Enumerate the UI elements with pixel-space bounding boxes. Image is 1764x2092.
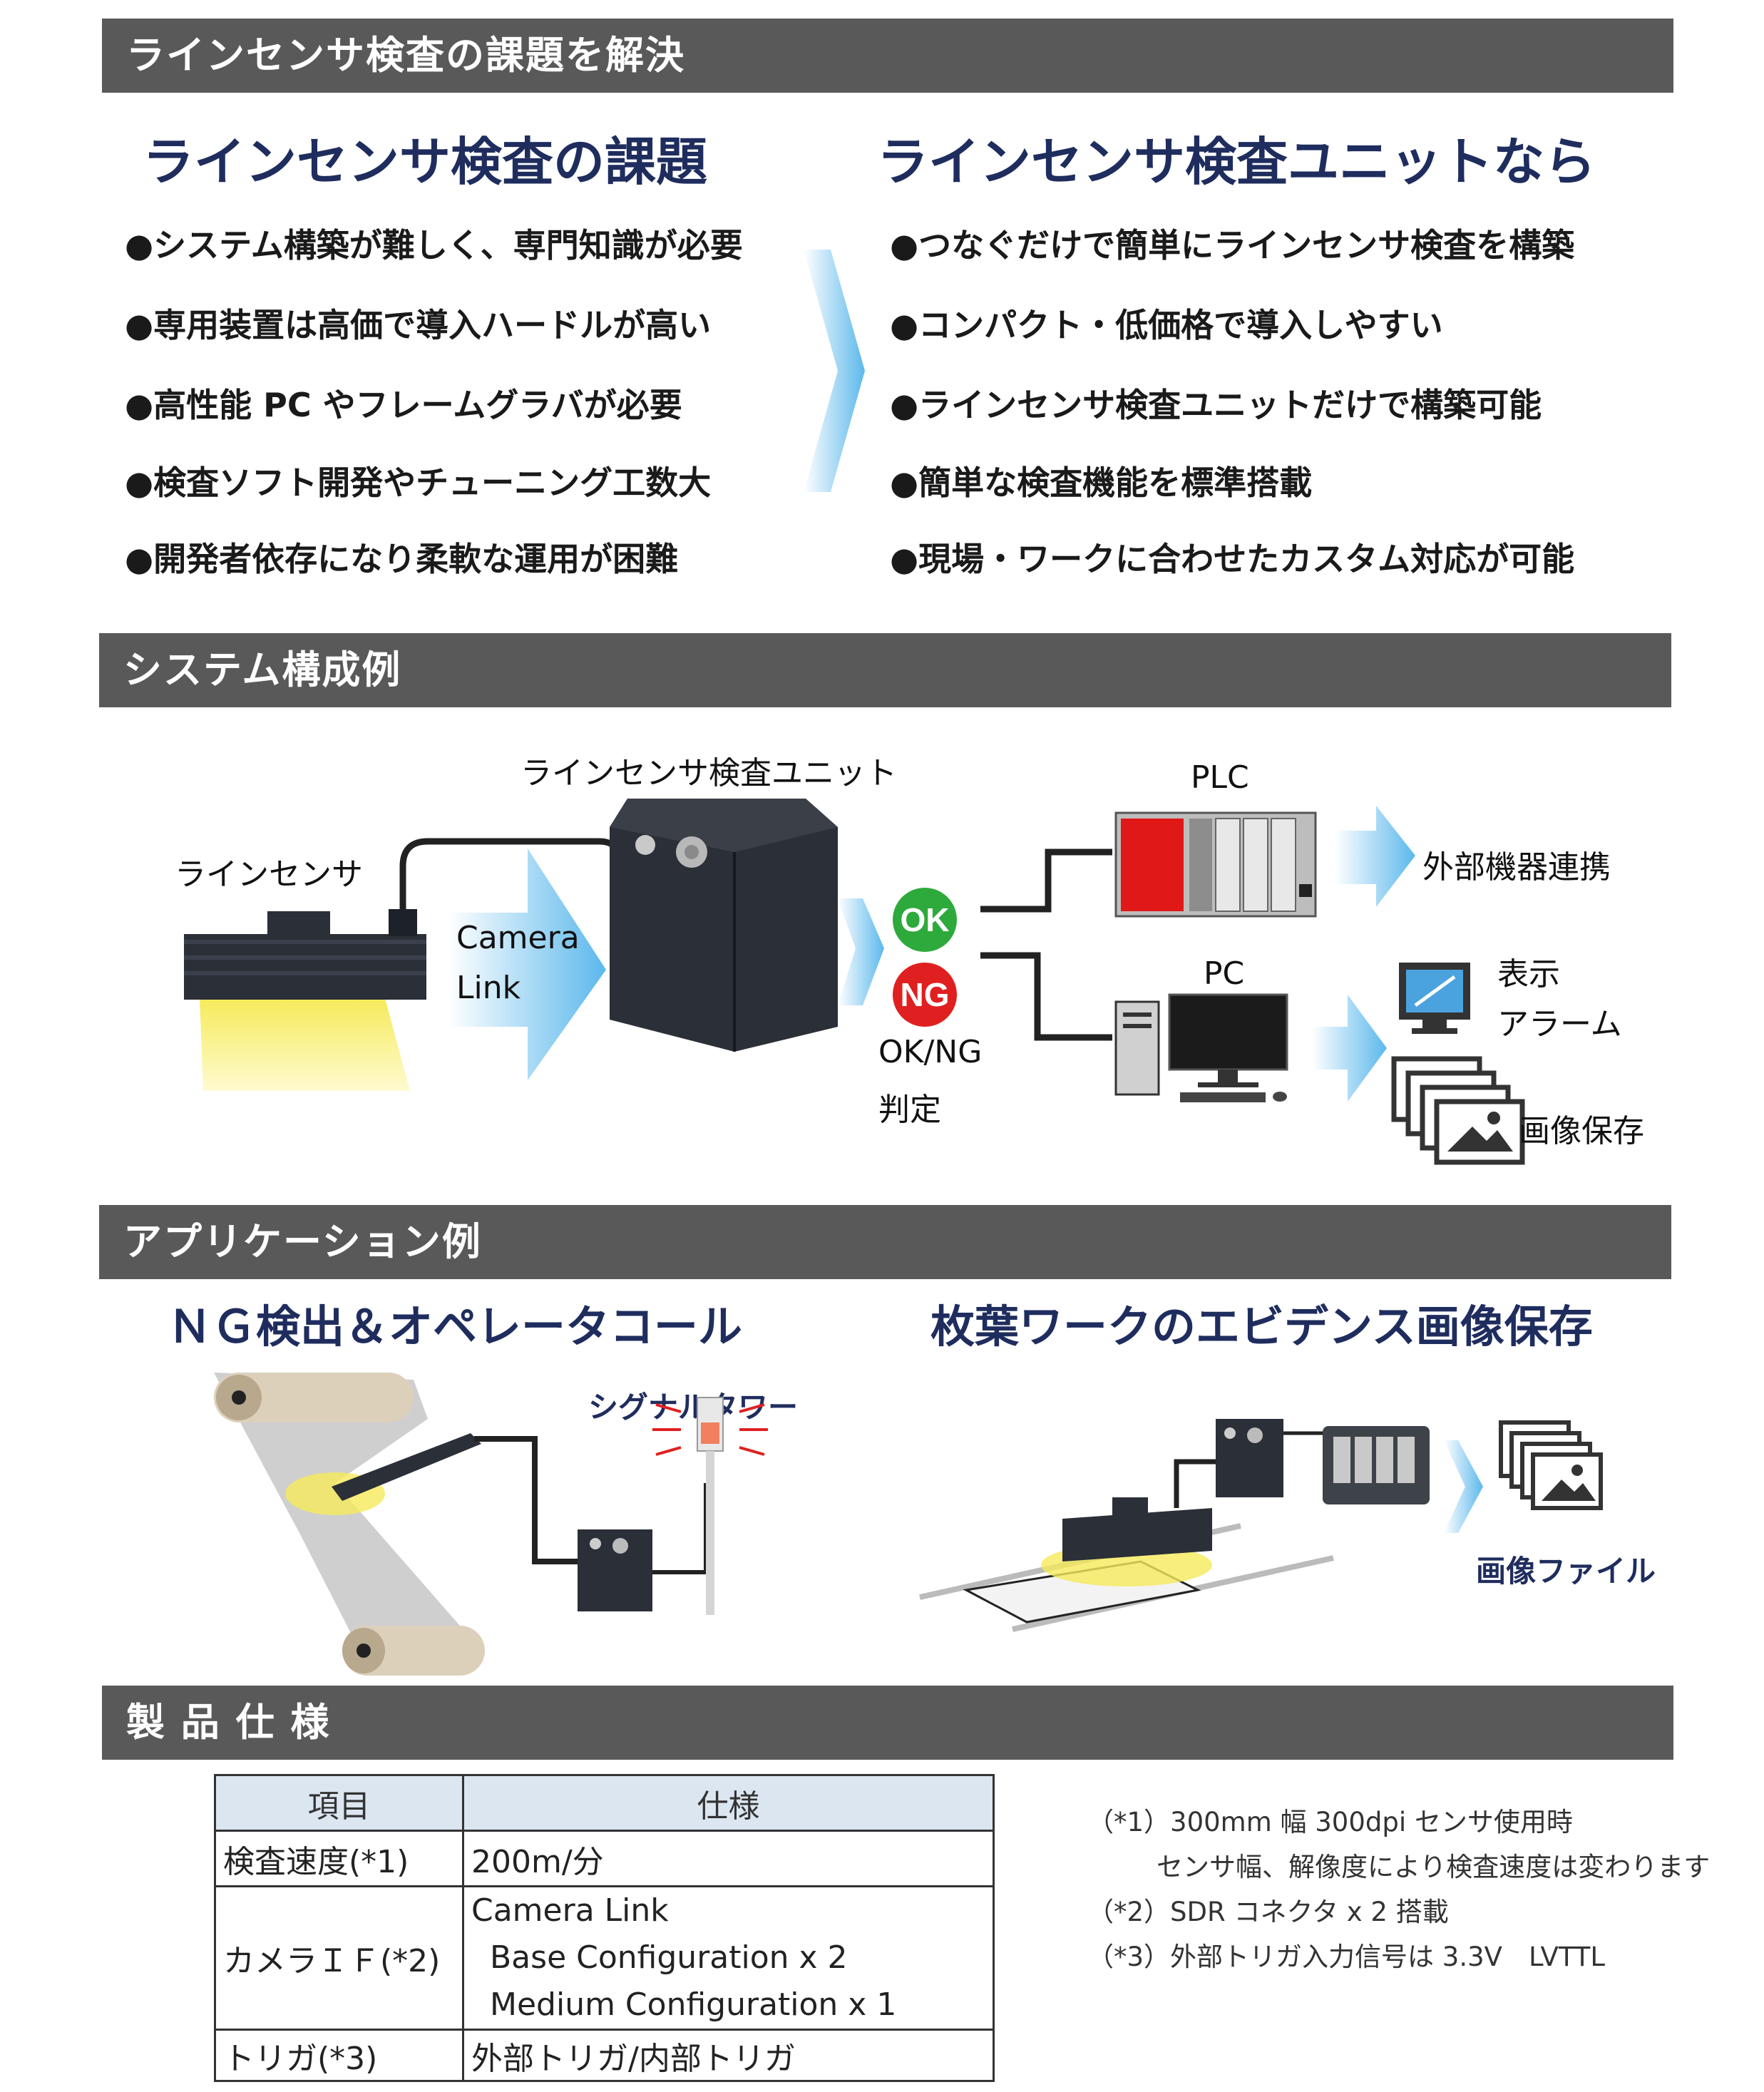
inspection-unit-icon <box>610 799 838 1052</box>
table-row: 検査速度(*1) 200m/分 <box>214 1830 995 1887</box>
spec-header-value: 仕様 <box>462 1774 995 1832</box>
unit-small-icon <box>1216 1419 1283 1497</box>
camera-link-label-1: Camera <box>456 920 580 956</box>
sensor-label: ラインセンサ <box>175 856 363 893</box>
save-label: 画像保存 <box>1519 1113 1644 1149</box>
table-row: カメラＩＦ(*2) Camera Link Base Configuration… <box>214 1885 995 2031</box>
app-right-title: 枚葉ワークのエビデンス画像保存 <box>930 1301 1593 1353</box>
table-row: トリガ(*3) 外部トリガ/内部トリガ <box>214 2029 995 2082</box>
section-bar-application: アプリケーション例 <box>99 1205 1671 1279</box>
solution-item: ●現場・ワークに合わせたカスタム対応が可能 <box>890 540 1575 578</box>
signal-tower-label: シグナルタワー <box>588 1390 799 1425</box>
external-label: 外部機器連携 <box>1422 849 1611 886</box>
spec-header-item: 項目 <box>214 1774 464 1832</box>
judge-label-1: OK/NG <box>878 1034 983 1070</box>
ng-icon <box>893 963 957 1027</box>
spec-line: Camera Link <box>471 1892 669 1929</box>
save-arrow-icon <box>1444 1440 1483 1533</box>
unit-label: ラインセンサ検査ユニット <box>521 755 897 791</box>
section-title: アプリケーション例 <box>123 1219 482 1264</box>
pc-label: PC <box>1204 955 1245 992</box>
system-diagram: OK NG <box>184 799 1525 1165</box>
line-sensor-icon <box>184 909 426 1000</box>
alarm-label: アラーム <box>1497 1006 1622 1042</box>
image-stack-icon <box>1391 1056 1525 1165</box>
problem-item: ●開発者依存になり柔軟な運用が困難 <box>125 540 679 578</box>
spec-value: 外部トリガ/内部トリガ <box>462 2029 995 2082</box>
solve-arrow-icon <box>804 250 865 492</box>
small-unit-icon <box>578 1529 652 1611</box>
camera-link-arrow-icon <box>448 848 606 1080</box>
sensor-light <box>200 998 410 1091</box>
app-left-title: ＮＧ検出＆オペレータコール <box>168 1301 743 1353</box>
monitor-icon <box>1399 963 1470 1034</box>
solution-item: ●つなぐだけで簡単にラインセンサ検査を構築 <box>890 226 1575 265</box>
spec-value-multi: Camera Link Base Configuration x 2 Mediu… <box>462 1885 995 2031</box>
problem-item: ●システム構築が難しく、専門知識が必要 <box>125 226 743 265</box>
judge-label-2: 判定 <box>878 1092 941 1128</box>
external-arrow-icon <box>1335 806 1415 907</box>
pc-output-arrow-icon <box>1312 995 1387 1102</box>
solution-item: ●簡単な検査機能を標準搭載 <box>890 463 1313 502</box>
spec-item: トリガ(*3) <box>214 2029 464 2082</box>
output-arrow-icon <box>838 898 884 1005</box>
footnote: （*3）外部トリガ入力信号は 3.3V LVTTL <box>1087 1942 1605 1972</box>
plc-icon <box>1114 811 1317 918</box>
problem-item: ●専用装置は高価で導入ハードルが高い <box>125 306 712 344</box>
spec-line: Base Configuration x 2 <box>490 1939 848 1976</box>
section-title: 製 品 仕 様 <box>126 1700 331 1745</box>
section-title: ラインセンサ検査の課題を解決 <box>126 33 685 78</box>
spec-table: 項目 仕様 検査速度(*1) 200m/分 カメラＩＦ(*2) Camera L… <box>214 1774 995 2082</box>
problem-item: ●検査ソフト開発やチューニング工数大 <box>125 463 712 502</box>
plc-label: PLC <box>1191 759 1249 796</box>
solution-item: ●コンパクト・低価格で導入しやすい <box>890 306 1443 344</box>
spec-line: Medium Configuration x 1 <box>490 1986 897 2023</box>
section-title: システム構成例 <box>123 647 402 692</box>
footnote: （*2）SDR コネクタ x 2 搭載 <box>1087 1897 1449 1927</box>
pc-icon <box>1114 993 1288 1102</box>
signal-tower-icon <box>652 1397 768 1615</box>
camera-link-label-2: Link <box>456 970 521 1006</box>
image-file-icon <box>1499 1420 1603 1510</box>
nas-icon <box>1323 1426 1430 1504</box>
problem-item: ●高性能 PC やフレームグラバが必要 <box>125 386 682 424</box>
spec-value: 200m/分 <box>462 1830 995 1887</box>
spec-item: 検査速度(*1) <box>214 1830 464 1887</box>
ok-icon <box>893 888 957 952</box>
spec-item: カメラＩＦ(*2) <box>214 1885 464 2031</box>
problems-heading: ラインセンサ検査の課題 <box>143 132 708 192</box>
section-bar-system: システム構成例 <box>99 633 1671 707</box>
ng-text: NG <box>901 976 950 1013</box>
section-bar-spec: 製 品 仕 様 <box>102 1686 1673 1760</box>
footnote: センサ幅、解像度により検査速度は変わります <box>1157 1852 1711 1882</box>
web-roll-icon <box>214 1373 485 1676</box>
section-bar-solve: ラインセンサ検査の課題を解決 <box>102 19 1673 93</box>
image-file-label: 画像ファイル <box>1476 1554 1656 1589</box>
solutions-heading: ラインセンサ検査ユニットなら <box>877 132 1596 192</box>
footnote: （*1）300mm 幅 300dpi センサ使用時 <box>1087 1807 1573 1837</box>
line-sensor-small-icon <box>1062 1497 1212 1562</box>
display-label: 表示 <box>1497 956 1560 993</box>
solution-item: ●ラインセンサ検査ユニットだけで構築可能 <box>890 386 1542 424</box>
application-illustrations <box>214 1373 1603 1676</box>
ok-text: OK <box>901 901 950 938</box>
